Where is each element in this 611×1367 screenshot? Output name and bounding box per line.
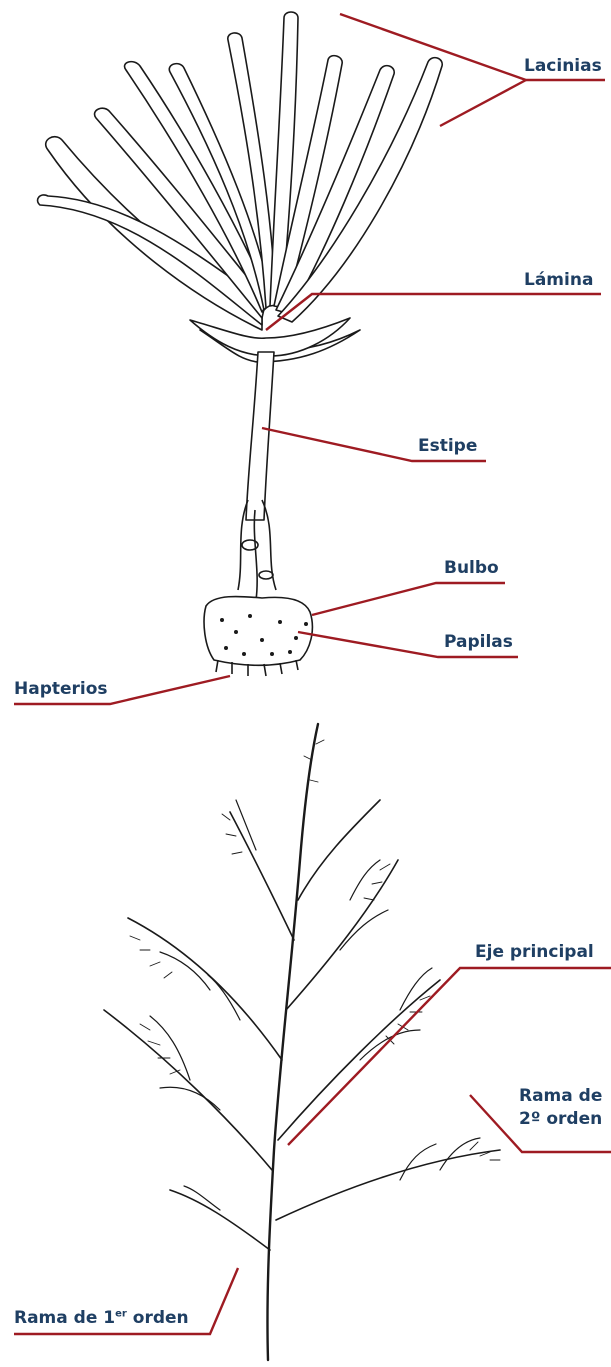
rama-1-orden (170, 1190, 270, 1250)
rama-1-orden (298, 800, 380, 900)
estipe (246, 352, 274, 520)
leader-lamina (266, 294, 601, 330)
label-rama-1-orden: Rama de 1er orden (14, 1308, 189, 1329)
label-estipe: Estipe (418, 436, 477, 457)
hapterio-loop (259, 571, 273, 579)
rama-1-orden (276, 1150, 500, 1220)
ramillas (130, 740, 500, 1160)
label-bulbo: Bulbo (444, 558, 499, 579)
hapterio-root (254, 510, 257, 600)
label-lacinias: Lacinias (524, 56, 602, 77)
label-rama-2-orden-line2: 2º orden (519, 1109, 602, 1130)
label-hapterios: Hapterios (14, 679, 108, 700)
rama-1-orden (278, 980, 440, 1140)
label-rama-1-orden-suffix: orden (127, 1308, 189, 1328)
label-rama-1-orden-sup: er (115, 1308, 127, 1319)
lamina (190, 318, 350, 356)
eje-principal (267, 724, 318, 1360)
leader-lacinias-2 (440, 80, 526, 126)
label-rama-2-orden-line1: Rama de (519, 1086, 602, 1107)
label-eje-principal: Eje principal (475, 942, 594, 963)
label-papilas: Papilas (444, 632, 513, 653)
kelp-illustration (38, 12, 443, 676)
ramas-2-orden (150, 800, 480, 1210)
leader-bulbo (312, 583, 505, 615)
bulbo (204, 596, 312, 665)
rama-1-orden (128, 918, 282, 1060)
rama-1-orden (230, 812, 294, 940)
label-lamina: Lámina (524, 270, 593, 291)
branched-alga-illustration (104, 724, 500, 1360)
label-rama-1-orden-prefix: Rama de 1 (14, 1308, 115, 1328)
